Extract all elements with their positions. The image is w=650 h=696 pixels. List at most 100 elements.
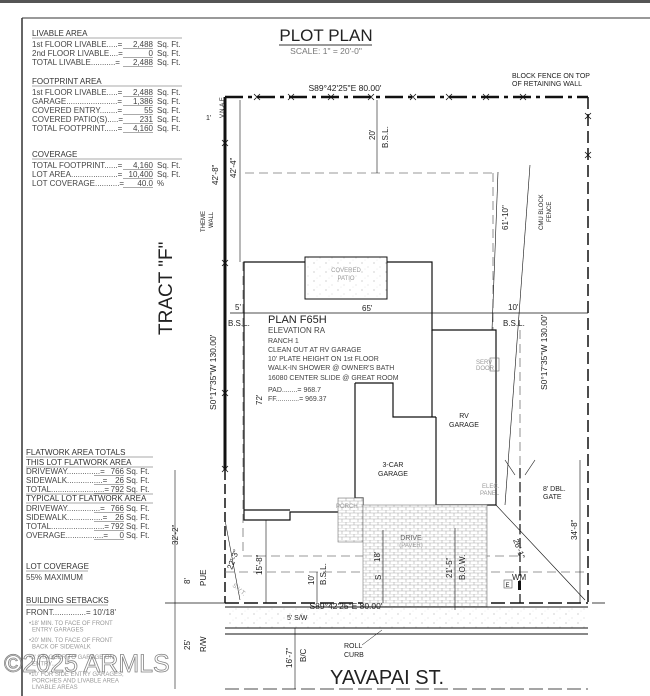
dim-18: 18'	[373, 551, 382, 562]
coverage-row-label: LOT COVERAGE...........=	[32, 179, 124, 188]
footprint-row-unit: Sq. Ft.	[157, 124, 181, 133]
covered-patio-2: PATIO	[337, 276, 354, 282]
bow-label: B.O.W.	[458, 555, 467, 580]
this-lot-row-value: 792	[111, 485, 125, 494]
dim-42-4: 42'-4"	[229, 157, 238, 178]
rv-garage-1: RV	[459, 413, 469, 420]
this-lot-row-unit: Sq. Ft.	[126, 485, 150, 494]
this-lot-heading: THIS LOT FLATWORK AREA	[26, 458, 132, 467]
footprint-row-unit: Sq. Ft.	[157, 88, 181, 97]
top-bsl-label: B.S.L.	[381, 126, 390, 148]
driveway-pavers	[362, 504, 488, 610]
typical-lot-row-unit: Sq. Ft.	[126, 522, 150, 531]
typical-lot-row-label: SIDEWALK................=	[26, 513, 108, 522]
footprint-row-value: 4,160	[133, 124, 154, 133]
dim-right-bsl: 10'	[508, 303, 519, 312]
setback-note: •20' MIN. TO FACE OF FRONT	[29, 638, 113, 644]
right-bearing: S0°17'35"W 130.00'	[539, 314, 549, 390]
typical-lot-row-label: DRIVEWAY...............=	[26, 504, 105, 513]
typical-lot-row-value: 0	[120, 531, 125, 540]
footprint-row-label: COVERED ENTRY........=	[32, 106, 123, 115]
plan-note-5: 16080 CENTER SLIDE @ GREAT ROOM	[268, 375, 399, 382]
lot-coverage-heading: LOT COVERAGE	[26, 562, 89, 571]
this-lot-row-label: TOTAL........................=	[26, 485, 109, 494]
footprint-row-unit: Sq. Ft.	[157, 106, 181, 115]
plan-elevation: ELEVATION RA	[268, 326, 326, 335]
this-lot-row-label: DRIVEWAY...............=	[26, 467, 105, 476]
roll-curb-1: ROLL	[344, 643, 362, 650]
flatwork-heading: FLATWORK AREA TOTALS	[26, 448, 125, 457]
roll-curb-2: CURB	[344, 652, 364, 659]
dbl-gate-1: 8' DBL.	[543, 486, 566, 493]
dim-34-8: 34'-8"	[570, 519, 579, 540]
livable-row-unit: Sq. Ft.	[157, 49, 181, 58]
setback-note: ENTRY GARAGES	[32, 628, 83, 634]
coverage-row-value: 40.0	[137, 179, 153, 188]
covered-patio	[304, 256, 388, 300]
footprint-row-unit: Sq. Ft.	[157, 115, 181, 124]
plan-info: PLAN F65H ELEVATION RA RANCH 1 CLEAN OUT…	[268, 314, 399, 403]
elec-panel-1: ELEC.	[482, 484, 500, 490]
plot-plan-title: PLOT PLAN	[279, 26, 372, 45]
theme-wall-1: THEME	[201, 211, 207, 232]
top-bearing: S89°42'25"E 80.00'	[309, 83, 382, 93]
livable-area-heading: LIVABLE AREA	[32, 29, 88, 38]
dim-22-3: 22'-3"	[225, 548, 240, 570]
covered-patio-1: COVERED	[331, 268, 361, 274]
typical-lot-row-value: 792	[111, 522, 125, 531]
typical-lot-row-unit: Sq. Ft.	[126, 504, 150, 513]
block-fence-note-2: OF RETAINING WALL	[512, 81, 582, 88]
svt-label: S.V.T.	[231, 583, 247, 598]
livable-row-unit: Sq. Ft.	[157, 58, 181, 67]
dim-bc: 16'-7"	[285, 647, 294, 668]
dimension-lines	[174, 100, 586, 689]
footprint-row-label: GARAGE.......................=	[32, 97, 122, 106]
elec-panel-2: PANEL	[480, 491, 500, 497]
vnae-dim: 1'	[206, 115, 211, 122]
this-lot-row-unit: Sq. Ft.	[126, 476, 150, 485]
this-lot-row-value: 766	[111, 467, 125, 476]
plan-note-1: RANCH 1	[268, 338, 299, 345]
front-bsl-label: B.S.L.	[319, 563, 328, 585]
footprint-row-value: 231	[140, 115, 154, 124]
coverage-row-label: LOT AREA.....................=	[32, 170, 123, 179]
right-bsl-label: B.S.L.	[503, 319, 525, 328]
livable-row-value: 0	[149, 49, 154, 58]
left-bearing: S0°17'35"W 130.00'	[208, 334, 218, 410]
vnae-label: V.N.A.E	[220, 97, 226, 118]
pue-label: PUE	[199, 570, 208, 586]
s-label: S	[374, 575, 383, 580]
footprint-row-label: COVERED PATIO(S).....=	[32, 115, 123, 124]
block-fence-note-1: BLOCK FENCE ON TOP	[512, 73, 590, 80]
livable-row-value: 2,488	[133, 40, 154, 49]
water-meter	[518, 581, 521, 590]
coverage-row-label: TOTAL FOOTPRINT......=	[32, 161, 123, 170]
left-bsl-label: B.S.L.	[228, 319, 250, 328]
livable-row-unit: Sq. Ft.	[157, 40, 181, 49]
dim-depth: 72'	[255, 394, 264, 405]
livable-row-label: TOTAL LIVABLE...........=	[32, 58, 120, 67]
electric-box	[503, 579, 513, 589]
rw-label: R/W	[199, 636, 208, 652]
top-bar	[0, 0, 650, 3]
typical-lot-row-unit: Sq. Ft.	[126, 513, 150, 522]
livable-row-label: 2nd FLOOR LIVABLE....=	[32, 49, 123, 58]
cmu-fence-2: FENCE	[547, 202, 553, 222]
plan-note-4: WALK-IN SHOWER @ OWNER'S BATH	[268, 365, 394, 372]
wm-label: WM	[512, 573, 527, 582]
coverage-row-value: 4,160	[133, 161, 154, 170]
setback-note: BACK OF SIDEWALK	[32, 645, 91, 651]
footprint-row-label: 1st FLOOR LIVABLE.....=	[32, 88, 123, 97]
sidewalk-label: 5' S/W	[287, 615, 308, 622]
area-tables: LIVABLE AREA 1st FLOOR LIVABLE.....= 2,488…	[26, 29, 182, 691]
setback-note: •10' FOR SIDE ENTRY GARAGES;	[29, 672, 124, 678]
livable-row-value: 2,488	[133, 58, 154, 67]
setbacks-heading: BUILDING SETBACKS	[26, 596, 109, 605]
dim-front-bsl: 10'	[307, 574, 316, 585]
livable-row-label: 1st FLOOR LIVABLE.....=	[32, 40, 123, 49]
setback-note: ENTRY...	[32, 662, 57, 668]
footprint-row-value: 2,488	[133, 88, 154, 97]
curb-lines	[225, 606, 588, 690]
garage-1: 3-CAR	[382, 462, 403, 469]
